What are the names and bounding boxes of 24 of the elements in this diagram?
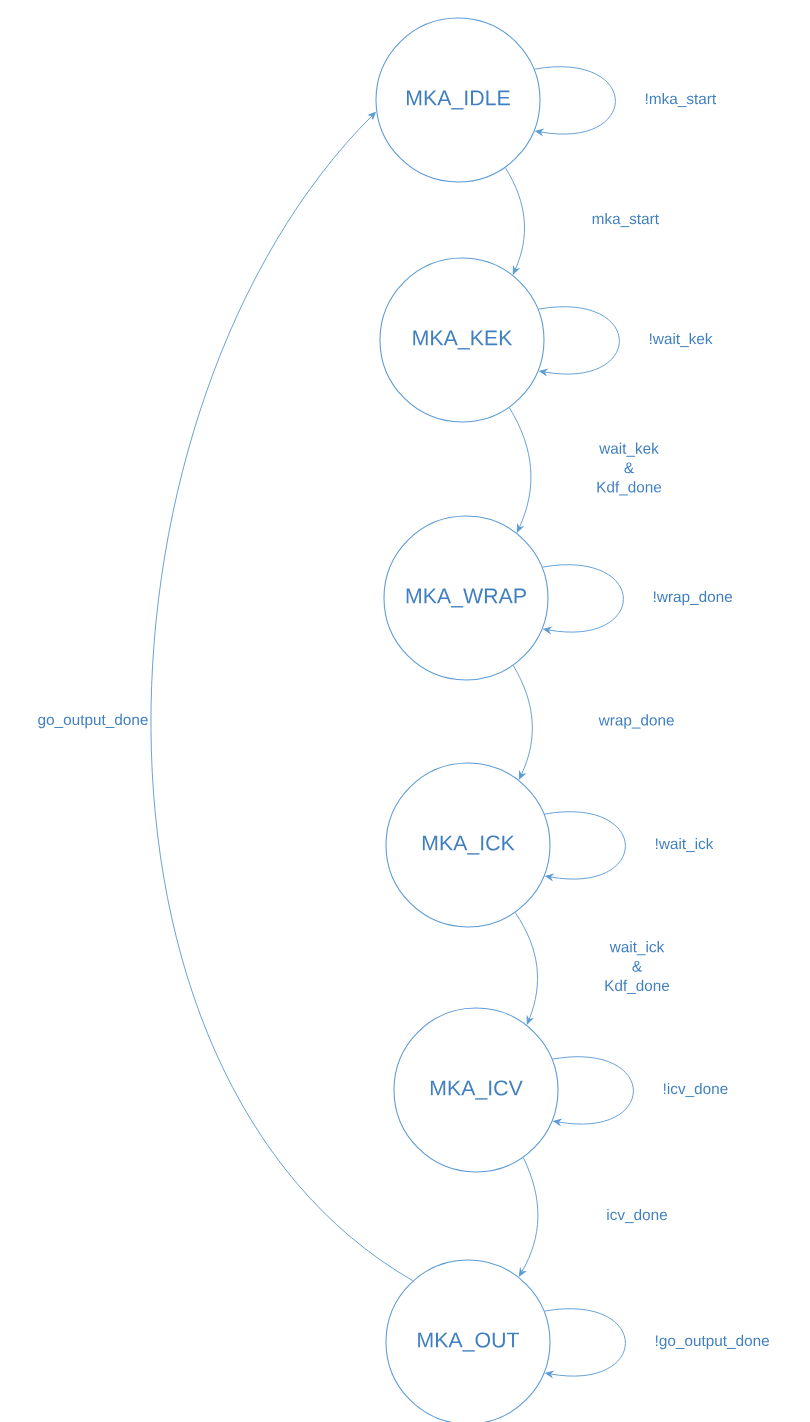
loop-arrow [552, 1056, 634, 1126]
loop-arrow [538, 306, 620, 376]
edge-label: !wait_kek [647, 331, 714, 349]
arrow [150, 111, 414, 1282]
arrow [518, 1157, 539, 1277]
edge-label: wait_kek & Kdf_done [594, 441, 664, 497]
edge-label: wrap_done [597, 713, 674, 730]
edge-label: !go_output_done [653, 1333, 772, 1351]
edge-label: mka_start [590, 211, 660, 229]
arrow [514, 912, 538, 1025]
arrow [504, 167, 525, 275]
arrow [508, 407, 532, 533]
arrow [512, 665, 533, 780]
loop-arrow [542, 564, 624, 634]
edge-label: !wait_ick [653, 836, 715, 854]
edge-label: !wrap_done [651, 589, 735, 607]
edge-label: go_output_done [36, 712, 150, 730]
loop-arrow [534, 66, 616, 136]
edge-label: wait_ick & Kdf_done [602, 939, 672, 996]
edge-label: !mka_start [643, 91, 718, 109]
edge-label: !icv_done [661, 1081, 730, 1099]
loop-arrow [544, 811, 626, 881]
edge-label: icv_done [602, 1207, 672, 1225]
loop-arrow [544, 1308, 626, 1378]
